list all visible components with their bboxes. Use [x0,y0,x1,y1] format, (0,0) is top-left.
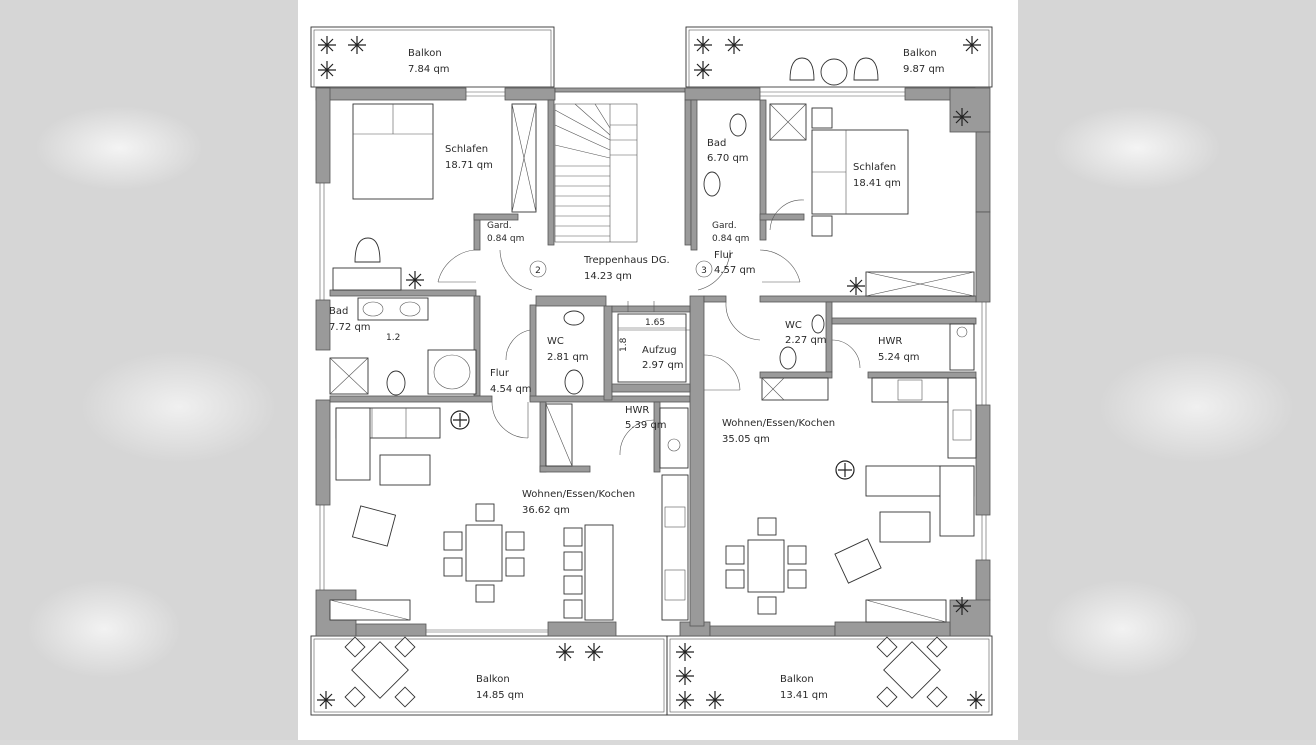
plant-icon [835,460,855,480]
room-area: 35.05 qm [722,434,770,445]
room-name: Bad [707,138,726,149]
room-name: HWR [625,405,649,416]
room-name: Bad [329,306,348,317]
plant-icon [676,691,694,709]
room-area: 18.71 qm [445,160,493,171]
marker-apt-e: 3 [701,266,707,276]
plant-icon [706,691,724,709]
staircase [554,103,638,243]
room-area: 0.84 qm [712,234,749,244]
plant-icon [967,691,985,709]
room-name: Gard. [487,221,512,231]
room-name: Balkon [780,674,814,685]
dim-aufzug-height: 1.8 [619,337,629,352]
room-name: Treppenhaus DG. [583,255,670,266]
room-area: 5.39 qm [625,420,667,431]
floor-plan: 2 3 1.65 1.8 1.2 Balkon 7.84 qm Balkon 9… [298,0,1018,740]
plant-icon [318,61,336,79]
interior-walls [329,99,977,627]
plant-icons [317,36,985,709]
room-name: Wohnen/Essen/Kochen [722,418,835,429]
plant-icon [694,61,712,79]
room-name: WC [547,336,564,347]
room-name: Schlafen [853,162,896,173]
room-area: 2.97 qm [642,360,684,371]
dim-aufzug-width: 1.65 [645,318,665,328]
room-area: 18.41 qm [853,178,901,189]
outer-walls [315,87,991,637]
room-area: 7.72 qm [329,322,371,333]
furniture-east [703,57,977,623]
room-name: Aufzug [642,345,677,356]
room-area: 7.84 qm [408,64,450,75]
room-area: 0.84 qm [487,234,524,244]
plant-icon [953,108,971,126]
room-name: Flur [714,250,734,261]
room-area: 36.62 qm [522,505,570,516]
plant-icon [556,643,574,661]
dimensions: 1.65 1.8 1.2 [386,318,686,352]
room-name: Balkon [476,674,510,685]
room-name: Flur [490,368,510,379]
room-name: Schlafen [445,144,488,155]
dim-bad-w: 1.2 [386,333,400,343]
apartment-markers: 2 3 [529,260,713,278]
room-area: 14.85 qm [476,690,524,701]
balcony-nw [310,26,555,88]
doors [437,199,861,456]
balcony-ne [685,26,993,88]
plant-icon [694,36,712,54]
furniture-west [329,103,689,621]
plant-icon [450,410,470,430]
room-area: 2.27 qm [785,335,827,346]
room-name: WC [785,320,802,331]
room-area: 2.81 qm [547,352,589,363]
marker-apt-w: 2 [535,266,541,276]
plant-icon [676,643,694,661]
plant-icon [318,36,336,54]
room-area: 4.54 qm [490,384,532,395]
room-name: Wohnen/Essen/Kochen [522,489,635,500]
plant-icon [406,271,424,289]
room-area: 13.41 qm [780,690,828,701]
plant-icon [317,691,335,709]
room-area: 14.23 qm [584,271,632,282]
plant-icon [725,36,743,54]
room-name: HWR [878,336,902,347]
plant-icon [676,667,694,685]
room-name: Gard. [712,221,737,231]
plant-icon [963,36,981,54]
plant-icon [847,277,865,295]
plant-icon [953,597,971,615]
room-name: Balkon [903,48,937,59]
plant-icon [585,643,603,661]
floor-plan-drawing: 2 3 1.65 1.8 1.2 Balkon 7.84 qm Balkon 9… [310,26,993,716]
blurred-background-right [1018,0,1316,740]
room-area: 4.57 qm [714,265,756,276]
room-area: 9.87 qm [903,64,945,75]
room-area: 6.70 qm [707,153,749,164]
elevator [617,301,690,383]
room-area: 5.24 qm [878,352,920,363]
balcony-furniture [344,636,948,708]
plant-icon [348,36,366,54]
blurred-background-left [0,0,298,740]
room-labels: Balkon 7.84 qm Balkon 9.87 qm Schlafen 1… [329,48,945,701]
room-name: Balkon [408,48,442,59]
